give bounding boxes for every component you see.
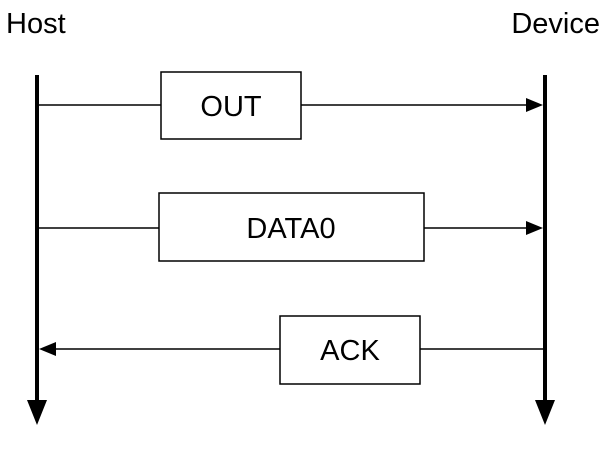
arrowhead-right-icon — [526, 98, 543, 112]
device-lifeline — [535, 75, 555, 425]
data0-box — [158, 192, 425, 262]
ack-label: ACK — [320, 335, 380, 367]
host-label: Host — [6, 8, 66, 40]
device-label: Device — [511, 8, 600, 40]
arrowhead-left-icon — [39, 342, 56, 356]
arrowhead-right-icon — [526, 221, 543, 235]
message-out: OUT — [37, 71, 543, 140]
out-box — [160, 71, 302, 140]
message-data0: DATA0 — [37, 192, 543, 262]
data0-label: DATA0 — [246, 213, 335, 245]
ack-box — [279, 315, 421, 385]
out-label: OUT — [200, 91, 262, 123]
host-lifeline — [27, 75, 47, 425]
message-ack: ACK — [39, 315, 545, 385]
